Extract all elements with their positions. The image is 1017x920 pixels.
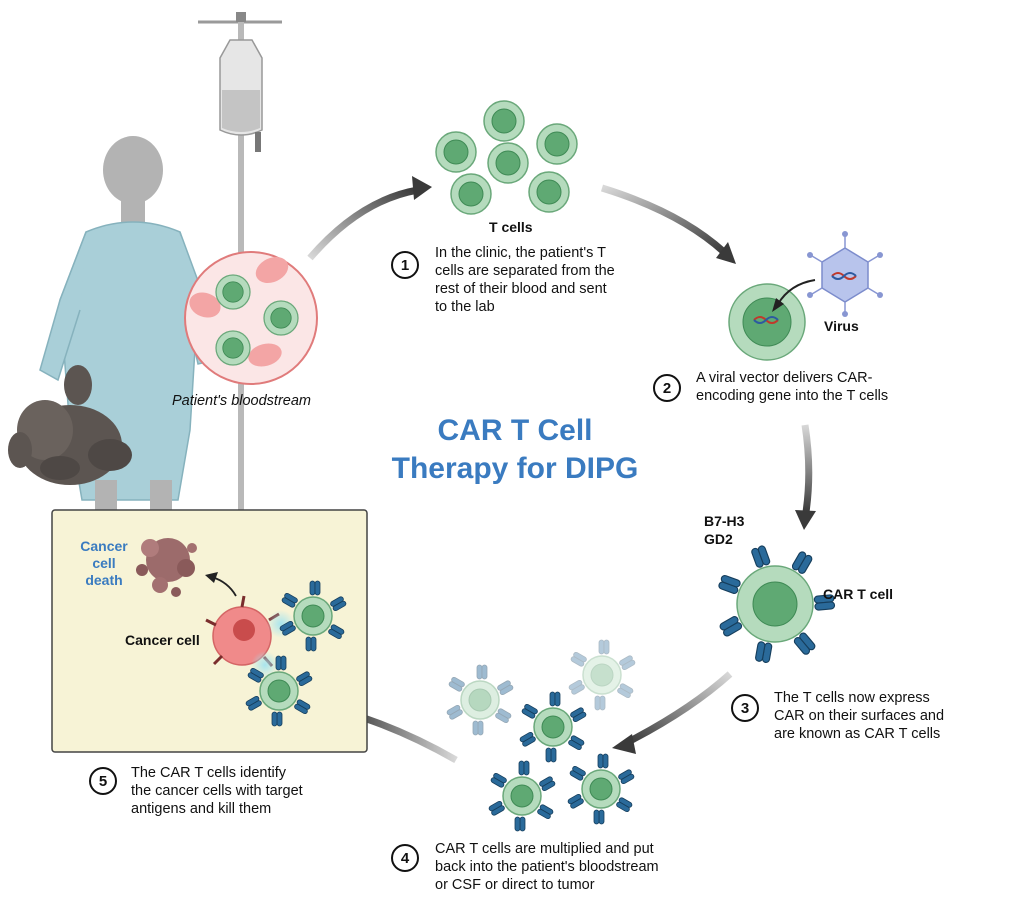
step-3-text: The T cells now express CAR on their sur… <box>774 689 944 743</box>
car-t-cell-label: CAR T cell <box>823 586 894 602</box>
cycle-arrows <box>307 176 816 764</box>
virus-label: Virus <box>824 318 859 334</box>
title-line-2: Therapy for DIPG <box>391 452 639 485</box>
virus-icon <box>807 231 883 317</box>
cancer-cell-label: Cancer cell <box>125 632 200 648</box>
cancer-death-line: cell <box>92 555 116 571</box>
cancer-death-line: death <box>85 572 123 588</box>
step-2-text: A viral vector delivers CAR- encoding ge… <box>696 369 888 405</box>
step-1-number: 1 <box>391 251 419 279</box>
step-line: A viral vector delivers CAR- <box>696 370 873 386</box>
step-1-text: In the clinic, the patient's T cells are… <box>435 244 615 316</box>
cancer-death-line: Cancer <box>80 538 128 554</box>
step-line: the cancer cells with target <box>131 783 303 799</box>
t-cells-cluster <box>435 100 578 215</box>
step-line: to the lab <box>435 299 495 315</box>
step-line: The CAR T cells identify <box>131 765 286 781</box>
antigen-label-gd2: GD2 <box>704 531 733 547</box>
step-line: back into the patient's bloodstream <box>435 859 659 875</box>
step-5-text: The CAR T cells identify the cancer cell… <box>131 764 303 818</box>
multiplied-car-t-cells <box>446 640 636 831</box>
step-line: are known as CAR T cells <box>774 726 941 742</box>
cancer-cell-debris-icon <box>136 538 197 597</box>
step-line: or CSF or direct to tumor <box>435 877 595 893</box>
step-line: CAR on their surfaces and <box>774 708 945 724</box>
step-line: The T cells now express <box>774 690 930 706</box>
step-3-number: 3 <box>731 694 759 722</box>
diagram-title: CAR T Cell Therapy for DIPG <box>340 412 690 488</box>
t-cells-label: T cells <box>489 219 533 235</box>
step-line: cells are separated from the <box>435 263 615 279</box>
step-line: encoding gene into the T cells <box>696 388 889 404</box>
step-2-number: 2 <box>653 374 681 402</box>
cancer-death-label: Cancer cell death <box>76 538 132 589</box>
step-4-text: CAR T cells are multiplied and put back … <box>435 840 659 894</box>
antigen-label-b7h3: B7-H3 <box>704 513 745 529</box>
bloodstream-circle <box>184 251 318 385</box>
killing-panel <box>51 509 368 753</box>
step-5-number: 5 <box>89 767 117 795</box>
step-line: antigens and kill them <box>131 801 272 817</box>
car-t-cell-large <box>717 544 836 664</box>
step-line: CAR T cells are multiplied and put <box>435 841 654 857</box>
step-line: In the clinic, the patient's T <box>435 245 606 261</box>
bloodstream-label: Patient's bloodstream <box>172 393 311 409</box>
title-line-1: CAR T Cell <box>437 414 593 447</box>
step-line: rest of their blood and sent <box>435 281 607 297</box>
step-4-number: 4 <box>391 844 419 872</box>
transduced-t-cell <box>728 279 816 361</box>
teddy-bear-icon <box>8 365 132 485</box>
